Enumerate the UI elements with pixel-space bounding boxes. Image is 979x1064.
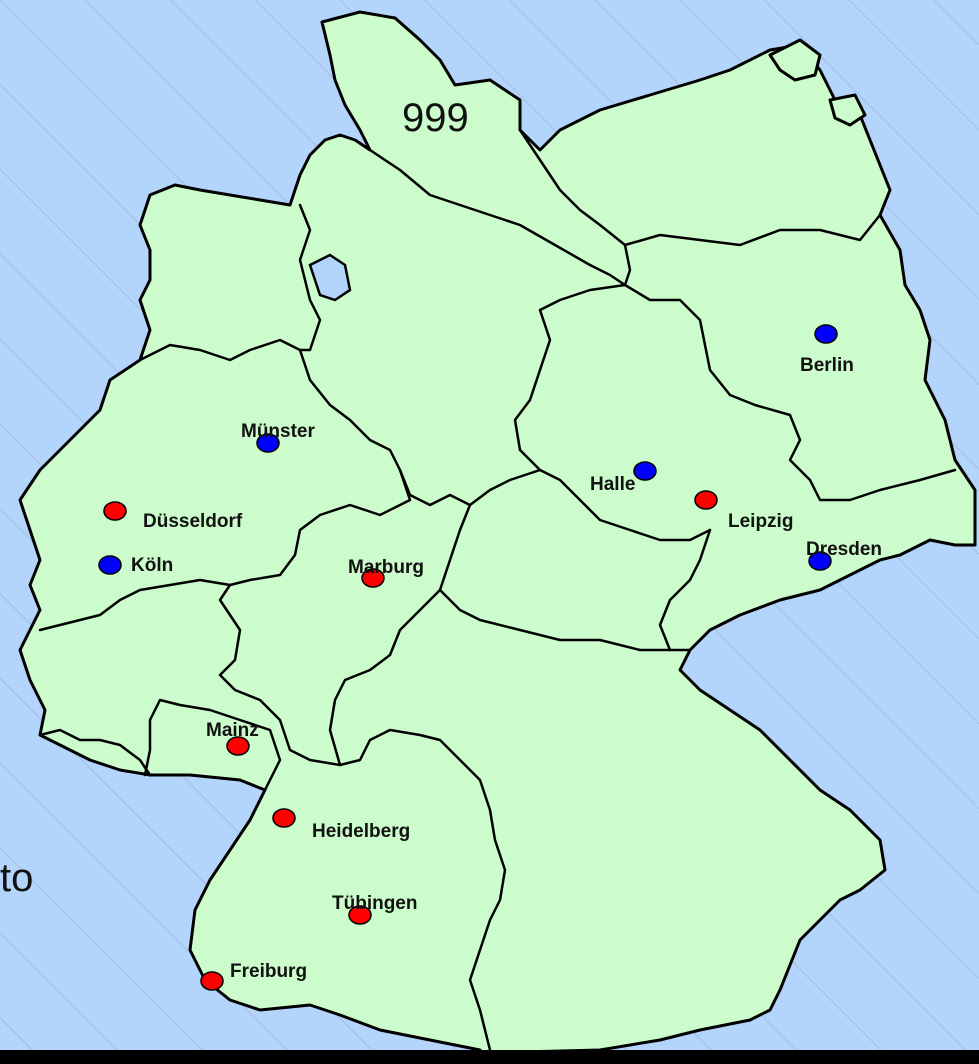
lake-north	[308, 253, 352, 302]
city-koln: Köln	[98, 555, 173, 576]
city-label-berlin: Berlin	[800, 355, 854, 376]
city-marker-freiburg	[200, 971, 224, 991]
city-leipzig: Leipzig	[694, 490, 793, 532]
city-marker-koln	[98, 555, 122, 575]
city-marker-munster	[256, 433, 280, 453]
bottom-edge-bar	[0, 1050, 979, 1064]
city-dresden: Dresden	[806, 539, 882, 571]
city-marker-mainz	[226, 736, 250, 756]
city-marker-leipzig	[694, 490, 718, 510]
city-label-dresden: Dresden	[806, 539, 882, 560]
edge-text-top: 999	[402, 96, 469, 140]
city-label-koln: Köln	[131, 555, 173, 576]
city-tubingen: Tübingen	[332, 893, 417, 925]
city-label-halle: Halle	[590, 474, 635, 495]
city-marker-marburg	[361, 568, 385, 588]
city-label-dusseldorf: Düsseldorf	[143, 511, 243, 532]
city-berlin: Berlin	[800, 324, 854, 376]
city-label-heidelberg: Heidelberg	[312, 821, 410, 842]
edge-text-bottom: to	[0, 856, 34, 900]
city-mainz: Mainz	[206, 720, 259, 756]
city-munster: Münster	[241, 421, 316, 453]
germany-land	[18, 10, 977, 1064]
city-label-mainz: Mainz	[206, 720, 259, 741]
city-label-tubingen: Tübingen	[332, 893, 417, 914]
city-marker-berlin	[814, 324, 838, 344]
city-marburg: Marburg	[348, 557, 424, 588]
city-marker-dresden	[808, 551, 832, 571]
city-label-freiburg: Freiburg	[230, 961, 307, 982]
city-freiburg: Freiburg	[200, 961, 307, 991]
city-marker-tubingen	[348, 905, 372, 925]
city-label-leipzig: Leipzig	[728, 511, 793, 532]
city-heidelberg: Heidelberg	[272, 808, 410, 842]
city-marker-halle	[633, 461, 657, 481]
city-label-marburg: Marburg	[348, 557, 424, 578]
city-dusseldorf: Düsseldorf	[103, 501, 243, 532]
state-borders	[38, 128, 957, 1052]
island-fehmarn	[828, 93, 867, 127]
island-rugen	[768, 38, 822, 82]
city-marker-dusseldorf	[103, 501, 127, 521]
city-marker-heidelberg	[272, 808, 296, 828]
city-label-munster: Münster	[241, 421, 316, 442]
city-halle: Halle	[590, 461, 657, 495]
